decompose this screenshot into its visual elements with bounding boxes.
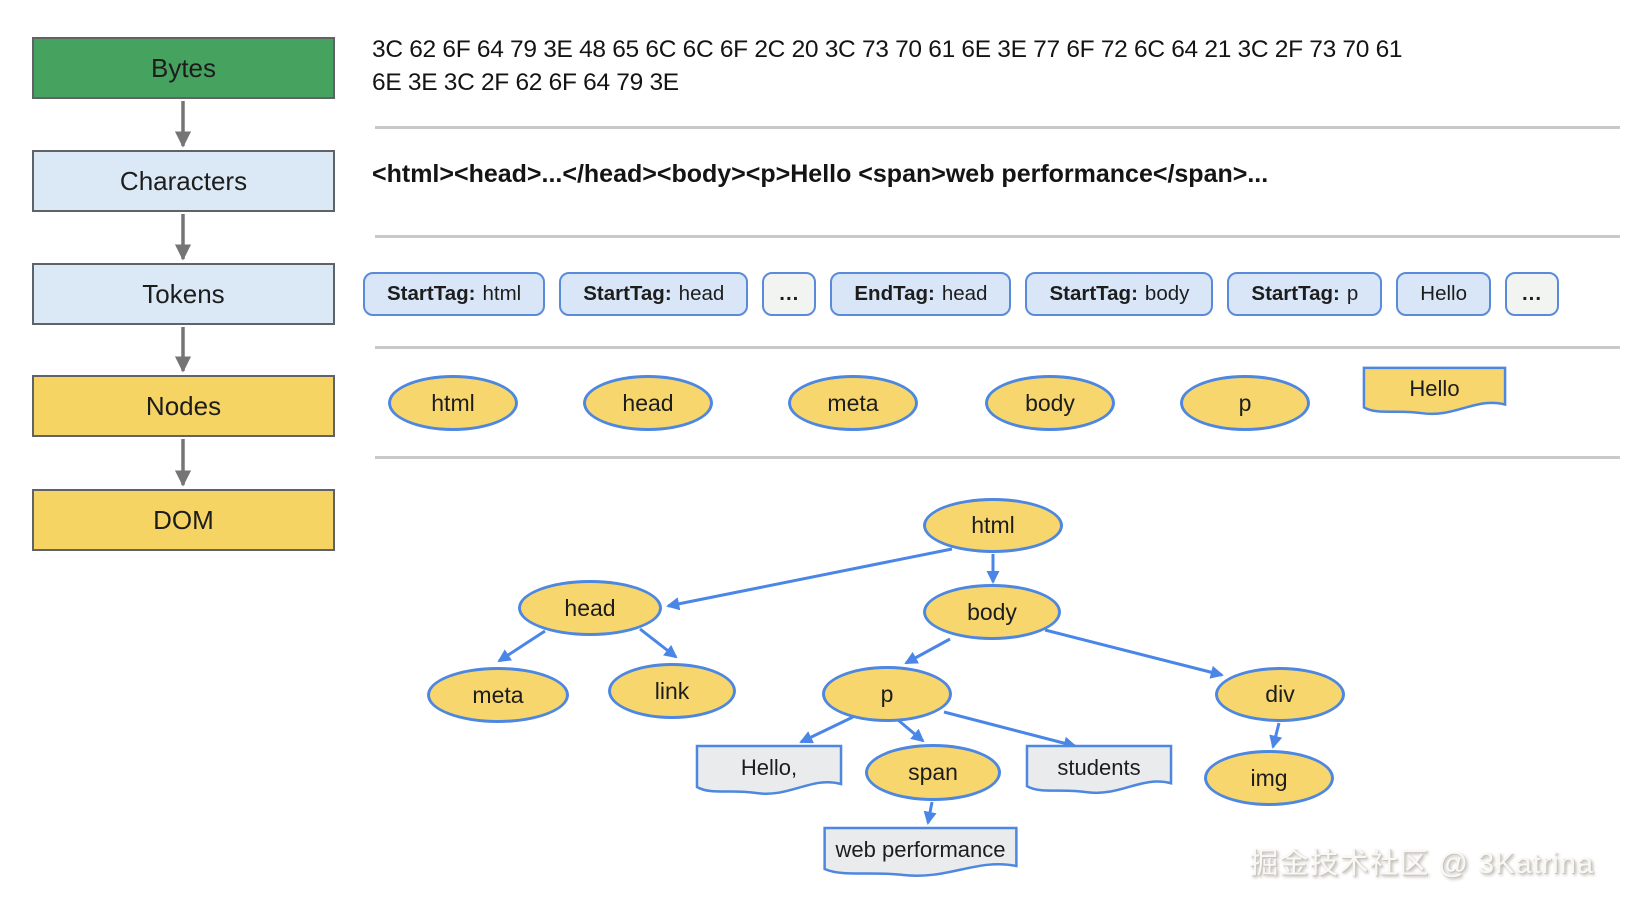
tree-label: link	[654, 677, 690, 704]
tree-label: body	[967, 598, 1017, 625]
token-ellipsis: ...	[1504, 272, 1560, 316]
tree-label: span	[908, 759, 958, 785]
tree-label: div	[1265, 681, 1295, 707]
tree-label: img	[1250, 764, 1288, 791]
token-type: StartTag:	[583, 282, 672, 305]
token-value: ...	[1521, 282, 1543, 305]
token-value: ...	[779, 282, 800, 305]
tree-textnode-hello: Hello,	[695, 744, 843, 798]
stage-box-bytes: Bytes	[32, 37, 335, 99]
separator-line	[375, 126, 1620, 129]
tree-node-p: p	[822, 666, 952, 722]
arrow-html-to-head	[666, 547, 953, 611]
node-ellipse-meta: meta	[788, 375, 918, 431]
arrow-head-to-link	[639, 627, 678, 659]
node-label: meta	[827, 389, 879, 416]
stage-label-tokens: Tokens	[142, 278, 225, 309]
token-value: head	[941, 282, 988, 305]
token-value: p	[1346, 282, 1359, 305]
tree-label: students	[1057, 754, 1141, 780]
stage-box-characters: Characters	[32, 150, 335, 212]
node-label: html	[431, 389, 475, 416]
node-label: p	[1238, 389, 1252, 416]
separator-line	[375, 235, 1620, 238]
stage-label-nodes: Nodes	[145, 390, 222, 421]
token-type: EndTag:	[854, 282, 935, 305]
token-starttag-body: StartTag: body	[1025, 272, 1214, 316]
tree-textnode-web-performance: web performance	[822, 826, 1019, 880]
token-endtag-head: EndTag: head	[830, 272, 1012, 316]
node-label: head	[622, 389, 674, 416]
arrow-head-to-meta	[497, 629, 546, 663]
watermark-text: 掘金技术社区 @ 3Katrina	[1249, 848, 1594, 880]
arrow-p-to-text-hello	[799, 715, 854, 744]
token-ellipsis: ...	[762, 272, 817, 316]
stage-label-dom: DOM	[153, 504, 214, 535]
tokens-row: StartTag: html StartTag: head ... EndTag: h…	[363, 272, 1560, 316]
tree-label: p	[880, 680, 894, 707]
tree-node-img: img	[1204, 750, 1334, 806]
tree-node-html: html	[923, 498, 1063, 553]
node-ellipse-html: html	[388, 375, 518, 431]
arrow-span-to-text-webperf	[923, 801, 937, 825]
token-value: Hello	[1420, 282, 1467, 305]
token-type: StartTag:	[387, 282, 476, 305]
token-type: StartTag:	[1251, 282, 1340, 305]
stage-box-nodes: Nodes	[32, 375, 335, 437]
tree-node-span: span	[865, 744, 1001, 801]
stage-box-tokens: Tokens	[32, 263, 335, 325]
tree-node-head: head	[518, 580, 662, 636]
node-ellipse-body: body	[985, 375, 1115, 431]
token-text-hello: Hello	[1396, 272, 1491, 316]
separator-line	[375, 346, 1620, 349]
node-ellipse-head: head	[583, 375, 713, 431]
node-label: Hello	[1409, 376, 1460, 401]
tree-node-meta: meta	[427, 667, 569, 723]
token-value: body	[1144, 282, 1190, 305]
token-starttag-head: StartTag: head	[559, 272, 749, 316]
tree-label: web performance	[835, 837, 1006, 862]
stage-label-bytes: Bytes	[150, 52, 217, 83]
arrow-div-to-img	[1269, 722, 1283, 749]
tree-node-div: div	[1215, 667, 1345, 722]
token-starttag-p: StartTag: p	[1227, 272, 1383, 316]
token-type: StartTag:	[1049, 282, 1138, 305]
arrow-p-to-text-students	[943, 710, 1077, 750]
stage-label-characters: Characters	[119, 165, 248, 196]
tree-node-link: link	[608, 663, 736, 719]
tree-label: meta	[472, 681, 524, 708]
node-label: body	[1025, 389, 1075, 416]
tree-label: Hello,	[740, 755, 798, 780]
arrow-p-to-span	[897, 718, 925, 743]
tree-node-body: body	[923, 584, 1061, 640]
bytes-hex-line-2: 6E 3E 3C 2F 62 6F 64 79 3E	[372, 69, 679, 96]
arrow-body-to-div	[1044, 628, 1224, 679]
token-starttag-html: StartTag: html	[363, 272, 546, 316]
token-value: head	[678, 282, 725, 305]
separator-line	[375, 456, 1620, 459]
bytes-hex-line-1: 3C 62 6F 64 79 3E 48 65 6C 6C 6F 2C 20 3…	[372, 36, 1403, 63]
arrow-body-to-p	[904, 637, 951, 665]
stage-box-dom: DOM	[32, 489, 335, 551]
tree-label: html	[971, 512, 1015, 538]
node-ellipse-p: p	[1180, 375, 1310, 431]
token-value: html	[482, 282, 522, 305]
tree-textnode-students: students	[1025, 744, 1173, 797]
characters-markup-text: <html><head>...</head><body><p>Hello <sp…	[372, 160, 1269, 188]
tree-label: head	[564, 594, 616, 621]
node-textdoc-hello: Hello	[1362, 366, 1507, 418]
